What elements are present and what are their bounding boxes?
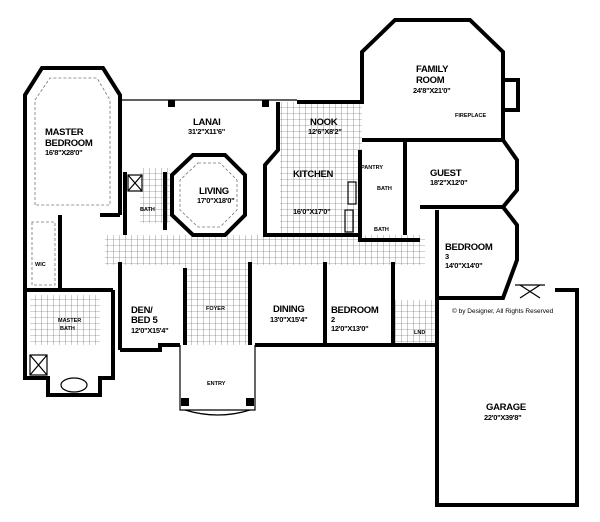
bath-label: BATH — [374, 227, 389, 233]
svg-text:12'6"X8'2": 12'6"X8'2" — [308, 127, 342, 136]
svg-text:MASTER: MASTER — [58, 318, 81, 324]
svg-text:BED 5: BED 5 — [131, 315, 158, 326]
svg-text:BATH: BATH — [60, 326, 75, 332]
laundry-label: LND — [414, 330, 425, 336]
lanai-label: LANAI 31'2"X11'6" — [188, 117, 226, 136]
svg-text:NOOK: NOOK — [310, 117, 338, 128]
svg-text:12'0"X13'0": 12'0"X13'0" — [331, 324, 369, 333]
svg-text:KITCHEN: KITCHEN — [293, 169, 334, 180]
wic-label: WIC — [35, 262, 46, 268]
bath-label: BATH — [377, 186, 392, 192]
den-label: DEN/ BED 5 12'0"X15'4" — [131, 305, 169, 335]
svg-text:BEDROOM: BEDROOM — [45, 138, 93, 149]
svg-text:DINING: DINING — [273, 304, 304, 315]
svg-text:LIVING: LIVING — [199, 186, 229, 197]
nook-label: NOOK 12'6"X8'2" — [308, 117, 343, 136]
svg-text:ROOM: ROOM — [416, 75, 445, 86]
svg-text:16'0"X17'0": 16'0"X17'0" — [293, 207, 331, 216]
copyright-notice: © by Designer, All Rights Reserved — [452, 307, 554, 315]
svg-text:GUEST: GUEST — [430, 168, 462, 179]
family-room-label: FAMILY ROOM 24'8"X21'0" FIREPLACE — [413, 64, 487, 119]
svg-text:16'8"X28'0": 16'8"X28'0" — [45, 148, 83, 157]
ceiling-details — [31, 77, 238, 286]
living-label: LIVING 17'0"X18'0" — [197, 186, 235, 205]
svg-text:2: 2 — [331, 315, 335, 324]
svg-text:24'8"X21'0": 24'8"X21'0" — [413, 86, 451, 95]
svg-text:DEN/: DEN/ — [131, 305, 153, 316]
pantry-label: PANTRY — [361, 165, 383, 171]
bedroom2-label: BEDROOM 2 12'0"X13'0" — [331, 305, 379, 333]
svg-text:FAMILY: FAMILY — [416, 64, 449, 75]
svg-text:14'0"X14'0": 14'0"X14'0" — [445, 261, 483, 270]
svg-text:BEDROOM: BEDROOM — [445, 242, 493, 253]
svg-text:22'0"X39'8": 22'0"X39'8" — [484, 413, 522, 422]
kitchen-label: KITCHEN 16'0"X17'0" — [293, 169, 334, 216]
svg-text:12'0"X15'4": 12'0"X15'4" — [131, 326, 169, 335]
svg-text:MASTER: MASTER — [45, 127, 84, 138]
bedroom3-label: BEDROOM 3 14'0"X14'0" — [445, 242, 493, 270]
master-bath-label: MASTER BATH — [58, 318, 81, 332]
bath-label: BATH — [140, 207, 155, 213]
walls — [23, 18, 579, 507]
fixtures — [29, 174, 357, 393]
svg-text:13'0"X15'4": 13'0"X15'4" — [270, 315, 308, 324]
svg-text:18'2"X12'0": 18'2"X12'0" — [430, 178, 468, 187]
svg-text:BEDROOM: BEDROOM — [331, 305, 379, 316]
svg-text:FIREPLACE: FIREPLACE — [455, 113, 487, 119]
master-bedroom-label: MASTER BEDROOM 16'8"X28'0" — [45, 127, 93, 157]
foyer-label: FOYER — [206, 306, 225, 312]
garage-label: GARAGE 22'0"X39'8" — [484, 402, 526, 422]
entry-label: ENTRY — [207, 381, 226, 387]
svg-text:3: 3 — [445, 252, 449, 261]
svg-text:17'0"X18'0": 17'0"X18'0" — [197, 196, 235, 205]
dining-label: DINING 13'0"X15'4" — [270, 304, 308, 324]
room-labels: MASTER BEDROOM 16'8"X28'0" LANAI 31'2"X1… — [35, 64, 554, 422]
svg-text:GARAGE: GARAGE — [486, 402, 526, 413]
svg-text:31'2"X11'6": 31'2"X11'6" — [188, 127, 226, 136]
guest-label: GUEST 18'2"X12'0" — [430, 168, 468, 187]
svg-text:LANAI: LANAI — [193, 117, 221, 128]
